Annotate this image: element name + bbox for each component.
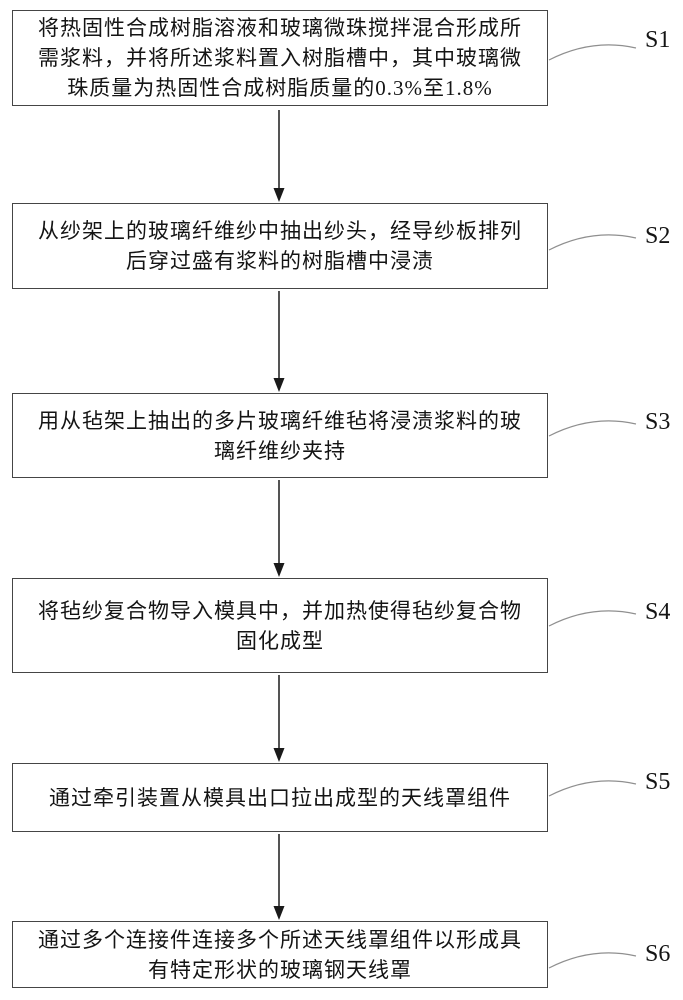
step-box-s3: 用从毡架上抽出的多片玻璃纤维毡将浸渍浆料的玻 璃纤维纱夹持 [12,393,548,478]
leader-line-s3 [548,420,637,437]
step-s2-line-1: 从纱架上的玻璃纤维纱中抽出纱头，经导纱板排列 [38,219,522,243]
step-box-s4: 将毡纱复合物导入模具中，并加热使得毡纱复合物 固化成型 [12,578,548,673]
step-box-s5: 通过牵引装置从模具出口拉出成型的天线罩组件 [12,763,548,832]
step-box-s2: 从纱架上的玻璃纤维纱中抽出纱头，经导纱板排列 后穿过盛有浆料的树脂槽中浸渍 [12,203,548,289]
step-s1-line-1: 将热固性合成树脂溶液和玻璃微珠搅拌混合形成所 [38,16,522,40]
step-s4-line-1: 将毡纱复合物导入模具中，并加热使得毡纱复合物 [38,598,522,623]
step-label-s3: S3 [645,409,671,435]
flow-arrow-2 [273,291,285,392]
step-label-s4: S4 [645,599,671,625]
step-label-s1: S1 [645,27,671,53]
step-label-s2: S2 [645,223,671,249]
leader-line-s4 [548,610,637,627]
flow-arrow-1 [273,110,285,202]
step-label-s5: S5 [645,769,671,795]
arrow-head-icon [273,188,285,202]
arrow-head-icon [273,378,285,392]
leader-line-s1 [548,44,637,61]
step-s3-line-2: 璃纤维纱夹持 [214,438,346,463]
step-s6-line-2: 有特定形状的玻璃钢天线罩 [148,957,412,982]
step-box-s1: 将热固性合成树脂溶液和玻璃微珠搅拌混合形成所 需浆料，并将所述浆料置入树脂槽中，… [12,10,548,106]
step-s6-line-1: 通过多个连接件连接多个所述天线罩组件以形成具 [38,927,522,952]
step-s1-line-2: 需浆料，并将所述浆料置入树脂槽中，其中玻璃微 [38,46,522,70]
step-label-s6: S6 [645,941,671,967]
step-s1-line-3: 珠质量为热固性合成树脂质量的0.3%至1.8% [67,76,493,100]
flow-arrow-3 [273,480,285,577]
step-s5-line-1: 通过牵引装置从模具出口拉出成型的天线罩组件 [49,785,511,810]
flow-arrow-4 [273,675,285,762]
step-s3-line-1: 用从毡架上抽出的多片玻璃纤维毡将浸渍浆料的玻 [38,408,522,433]
leader-line-s5 [548,780,637,797]
flow-arrow-5 [273,834,285,920]
step-box-s6: 通过多个连接件连接多个所述天线罩组件以形成具 有特定形状的玻璃钢天线罩 [12,921,548,988]
arrow-head-icon [273,748,285,762]
step-s4-line-2: 固化成型 [236,628,324,653]
step-s2-line-2: 后穿过盛有浆料的树脂槽中浸渍 [126,249,434,273]
arrow-head-icon [273,906,285,920]
arrow-head-icon [273,563,285,577]
leader-line-s2 [548,234,637,251]
leader-line-s6 [548,952,637,969]
